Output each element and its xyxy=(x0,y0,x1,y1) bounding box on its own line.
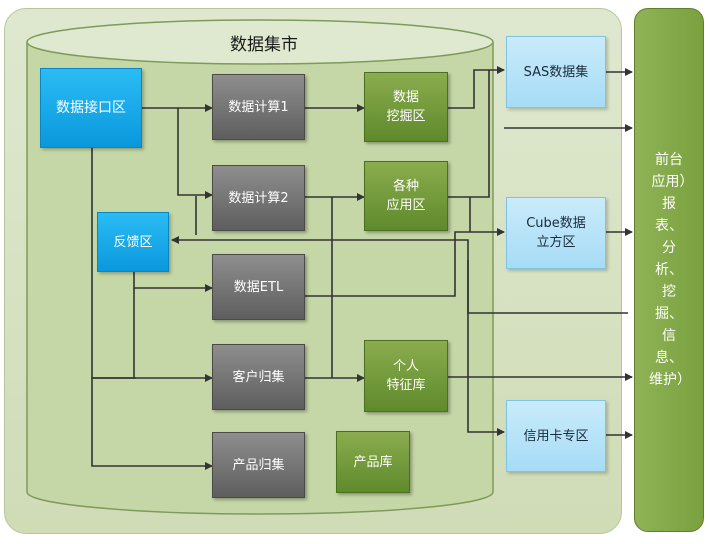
apps-box: 各种 应用区 xyxy=(364,161,448,231)
feedback-box: 反馈区 xyxy=(97,212,169,272)
product-lib-box: 产品库 xyxy=(336,431,410,493)
data-mart-title: 数据集市 xyxy=(230,35,298,55)
personal-box: 个人 特征库 xyxy=(364,340,448,412)
etl-box: 数据ETL xyxy=(212,254,305,320)
sas-box: SAS数据集 xyxy=(506,36,606,108)
front-app-bar: 前台应用）报表、分析、挖掘、信息、维护） xyxy=(634,8,704,532)
customer-box: 客户归集 xyxy=(212,344,305,410)
calc2-box: 数据计算2 xyxy=(212,165,305,231)
product-box: 产品归集 xyxy=(212,432,305,498)
calc1-box: 数据计算1 xyxy=(212,74,305,140)
credit-card-box: 信用卡专区 xyxy=(506,400,606,472)
mining-box: 数据 挖掘区 xyxy=(364,72,448,142)
front-app-label: 前台应用）报表、分析、挖掘、信息、维护） xyxy=(649,152,691,388)
cube-box: Cube数据 立方区 xyxy=(506,197,606,269)
data-interface-box: 数据接口区 xyxy=(40,68,142,148)
